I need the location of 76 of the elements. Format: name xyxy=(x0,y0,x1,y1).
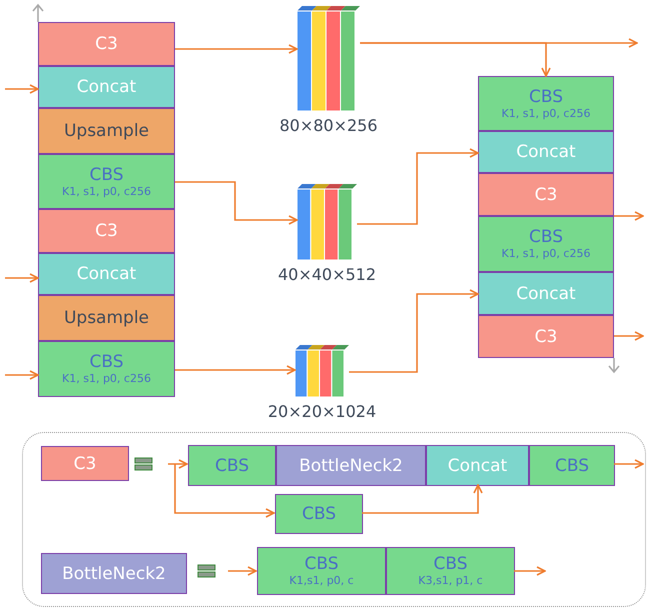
arrow xyxy=(175,44,298,54)
arrow xyxy=(614,459,644,469)
arrow xyxy=(614,211,644,221)
arrow xyxy=(175,365,296,375)
c3-block xyxy=(41,446,129,481)
arrow xyxy=(514,566,546,576)
block-title: C3 xyxy=(95,34,118,54)
concat-block xyxy=(426,445,529,486)
arrow xyxy=(174,464,275,518)
c3-block xyxy=(38,209,175,253)
block-title: C3 xyxy=(534,326,558,346)
cbs-block xyxy=(386,547,515,595)
arrow xyxy=(349,289,479,373)
block-title: CBS xyxy=(528,86,564,106)
cbs-block xyxy=(478,76,614,131)
cbs-block xyxy=(257,547,386,595)
block-params: K3,s1, p1, c xyxy=(418,574,483,588)
block-params: K1, s1, p0, c256 xyxy=(502,106,590,120)
cbs-block xyxy=(478,216,614,272)
block-title: Concat xyxy=(76,264,136,284)
concat-block xyxy=(478,131,614,173)
feature-map-drawing xyxy=(295,345,349,397)
block-title: Concat xyxy=(516,142,576,162)
arrow xyxy=(5,370,39,380)
block-title: Concat xyxy=(516,284,576,304)
block-params: K1, s1, p0, c256 xyxy=(502,247,590,261)
arrow xyxy=(5,84,39,94)
tensor-size-label: 80×80×256 xyxy=(278,115,379,137)
block-params: K1,s1, p0, c xyxy=(289,574,354,588)
cbs-block xyxy=(38,341,175,397)
upsample-block xyxy=(38,108,175,154)
block-title: CBS xyxy=(214,456,250,476)
c3-block xyxy=(478,173,614,216)
block-title: CBS xyxy=(528,227,564,247)
block-params: K1, s1, p0, c256 xyxy=(62,184,151,198)
block-title: CBS xyxy=(433,554,468,574)
bottleneck-block xyxy=(276,445,426,486)
arrow xyxy=(175,181,298,225)
block-title: C3 xyxy=(74,454,96,474)
cbs-block xyxy=(188,445,276,486)
block-title: Concat xyxy=(76,77,136,97)
block-title: BottleNeck2 xyxy=(299,456,403,476)
feature-map-drawing xyxy=(297,6,360,111)
cbs-block xyxy=(529,445,615,486)
arrow xyxy=(362,484,483,514)
block-title: CBS xyxy=(304,554,339,574)
arrow xyxy=(614,331,644,341)
module-definition-panel xyxy=(22,432,646,607)
block-title: C3 xyxy=(534,184,558,204)
block-title: CBS xyxy=(89,164,124,184)
tensor-size-label: 20×20×1024 xyxy=(266,401,378,423)
cbs-block xyxy=(275,494,363,534)
block-title: CBS xyxy=(302,504,336,524)
feature-map-drawing xyxy=(297,184,357,260)
block-params: K1, s1, p0, c256 xyxy=(62,372,151,386)
block-title: Upsample xyxy=(64,308,150,328)
upsample-block xyxy=(38,295,175,341)
c3-block xyxy=(38,22,175,66)
c3-block xyxy=(478,315,614,358)
block-title: C3 xyxy=(95,221,118,241)
block-title: Concat xyxy=(448,456,508,476)
concat-block xyxy=(38,66,175,108)
concat-block xyxy=(38,253,175,295)
arrow xyxy=(168,459,188,469)
block-title: CBS xyxy=(89,352,124,372)
concat-block xyxy=(478,272,614,315)
arrow xyxy=(5,273,39,283)
arrow xyxy=(360,42,551,77)
bottleneck-block xyxy=(41,553,187,594)
arrow xyxy=(228,566,257,576)
block-title: CBS xyxy=(554,456,590,476)
arrow xyxy=(357,148,479,225)
block-title: BottleNeck2 xyxy=(62,564,166,584)
block-title: Upsample xyxy=(64,121,150,141)
tensor-size-label: 40×40×512 xyxy=(276,264,378,286)
cbs-block xyxy=(38,154,175,209)
